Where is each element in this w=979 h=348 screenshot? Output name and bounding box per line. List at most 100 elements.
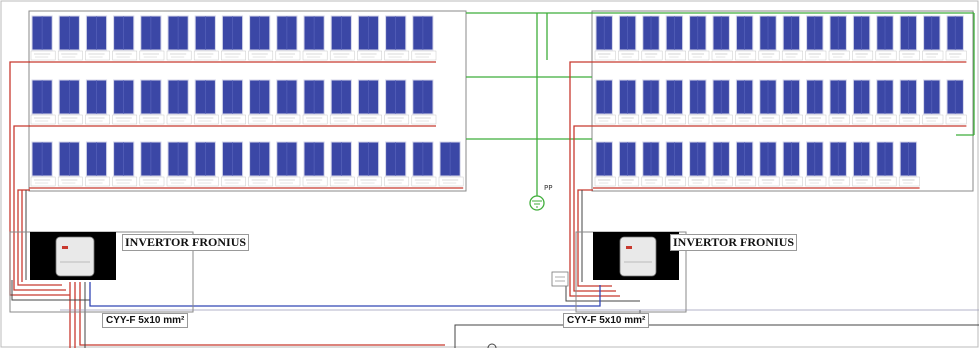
left-pv-panel xyxy=(248,79,274,125)
left-pv-panel xyxy=(30,79,56,125)
junction-box-icon xyxy=(551,271,569,287)
left-pv-panel xyxy=(112,79,138,125)
ground-label: PP xyxy=(544,184,553,192)
left-pv-panel xyxy=(302,141,328,187)
right-pv-panel xyxy=(664,141,686,187)
left-pv-panel xyxy=(384,15,410,61)
pv-panels xyxy=(29,15,967,189)
inverter-icon xyxy=(619,236,657,277)
grounding-network xyxy=(466,12,975,196)
right-pv-panel xyxy=(758,79,780,125)
right-array-frame xyxy=(591,10,974,192)
right-pv-panel xyxy=(828,141,850,187)
right-dc-wires xyxy=(454,190,979,348)
right-pv-panel xyxy=(688,141,710,187)
left-pv-panel xyxy=(221,141,246,187)
right-pv-panel xyxy=(711,141,733,187)
right-pv-panel xyxy=(922,15,944,61)
left-pv-panel xyxy=(112,15,138,61)
right-pv-panel xyxy=(922,79,944,125)
left-pv-panel xyxy=(411,141,437,187)
right-pv-panel xyxy=(735,15,757,61)
right-pv-panel xyxy=(828,15,850,61)
right-pv-panel xyxy=(758,15,780,61)
right-pv-panel xyxy=(852,141,874,187)
right-pv-panel xyxy=(875,79,897,125)
right-pv-panel xyxy=(898,79,920,125)
left-pv-panel xyxy=(384,141,410,187)
right-pv-panel xyxy=(781,79,803,125)
right-pv-panel xyxy=(594,15,616,61)
right-pv-panel xyxy=(594,141,616,187)
left-pv-panel xyxy=(57,79,83,125)
left-array-frame xyxy=(28,10,467,192)
left-pv-panel xyxy=(57,141,83,187)
right-pv-panel xyxy=(805,141,827,187)
ground-symbol-icon xyxy=(529,195,545,211)
left-pv-panel xyxy=(357,15,382,61)
right-pv-panel xyxy=(594,79,616,125)
left-pv-panel xyxy=(30,141,56,187)
right-pv-panel xyxy=(898,15,920,61)
left-pv-panel xyxy=(221,79,246,125)
right-pv-panel xyxy=(875,141,897,187)
right-pv-panel xyxy=(781,15,803,61)
left-inverter xyxy=(30,232,116,280)
left-cable-label: CYY-F 5x10 mm² xyxy=(102,313,189,328)
ac-bus xyxy=(60,282,979,311)
left-pv-panel xyxy=(329,15,355,61)
right-pv-panel xyxy=(758,141,780,187)
right-pv-panel xyxy=(641,15,663,61)
left-pv-panel xyxy=(85,15,110,61)
right-string-wiring xyxy=(569,61,620,297)
left-pv-panel xyxy=(329,141,355,187)
left-pv-panel xyxy=(193,15,219,61)
right-pv-panel xyxy=(688,15,710,61)
left-pv-panel xyxy=(85,79,110,125)
left-inverter-label: INVERTOR FRONIUS xyxy=(122,234,250,251)
left-pv-panel xyxy=(221,15,246,61)
left-pv-panel xyxy=(139,141,165,187)
right-pv-panel xyxy=(618,15,640,61)
right-pv-panel xyxy=(852,15,874,61)
right-pv-panel xyxy=(781,141,803,187)
left-pv-panel xyxy=(411,15,437,61)
right-pv-panel xyxy=(711,15,733,61)
right-pv-panel xyxy=(618,141,640,187)
right-pv-panel xyxy=(735,141,757,187)
left-pv-panel xyxy=(275,79,301,125)
left-pv-panel xyxy=(411,79,437,125)
right-pv-panel xyxy=(945,79,967,125)
left-pv-panel xyxy=(166,15,192,61)
left-pv-panel xyxy=(248,141,274,187)
left-pv-panel xyxy=(438,141,464,187)
left-pv-panel xyxy=(139,15,165,61)
left-pv-panel xyxy=(248,15,274,61)
left-pv-panel xyxy=(302,15,328,61)
left-pv-panel xyxy=(166,141,192,187)
left-pv-panel xyxy=(85,141,110,187)
right-pv-panel xyxy=(641,141,663,187)
right-pv-panel xyxy=(805,15,827,61)
left-pv-panel xyxy=(384,79,410,125)
right-pv-panel xyxy=(664,79,686,125)
right-pv-panel xyxy=(618,79,640,125)
left-pv-panel xyxy=(193,141,219,187)
right-pv-panel xyxy=(711,79,733,125)
left-pv-panel xyxy=(275,141,301,187)
right-pv-panel xyxy=(852,79,874,125)
right-pv-panel xyxy=(688,79,710,125)
left-pv-panel xyxy=(357,141,382,187)
right-pv-panel xyxy=(828,79,850,125)
left-pv-panel xyxy=(112,141,138,187)
inverter-icon xyxy=(55,236,95,277)
right-pv-panel xyxy=(641,79,663,125)
right-inverter xyxy=(593,232,679,280)
right-pv-panel xyxy=(945,15,967,61)
left-dc-wires xyxy=(11,190,90,348)
left-string-wiring xyxy=(9,61,445,348)
left-pv-panel xyxy=(357,79,382,125)
right-pv-panel xyxy=(898,141,920,187)
